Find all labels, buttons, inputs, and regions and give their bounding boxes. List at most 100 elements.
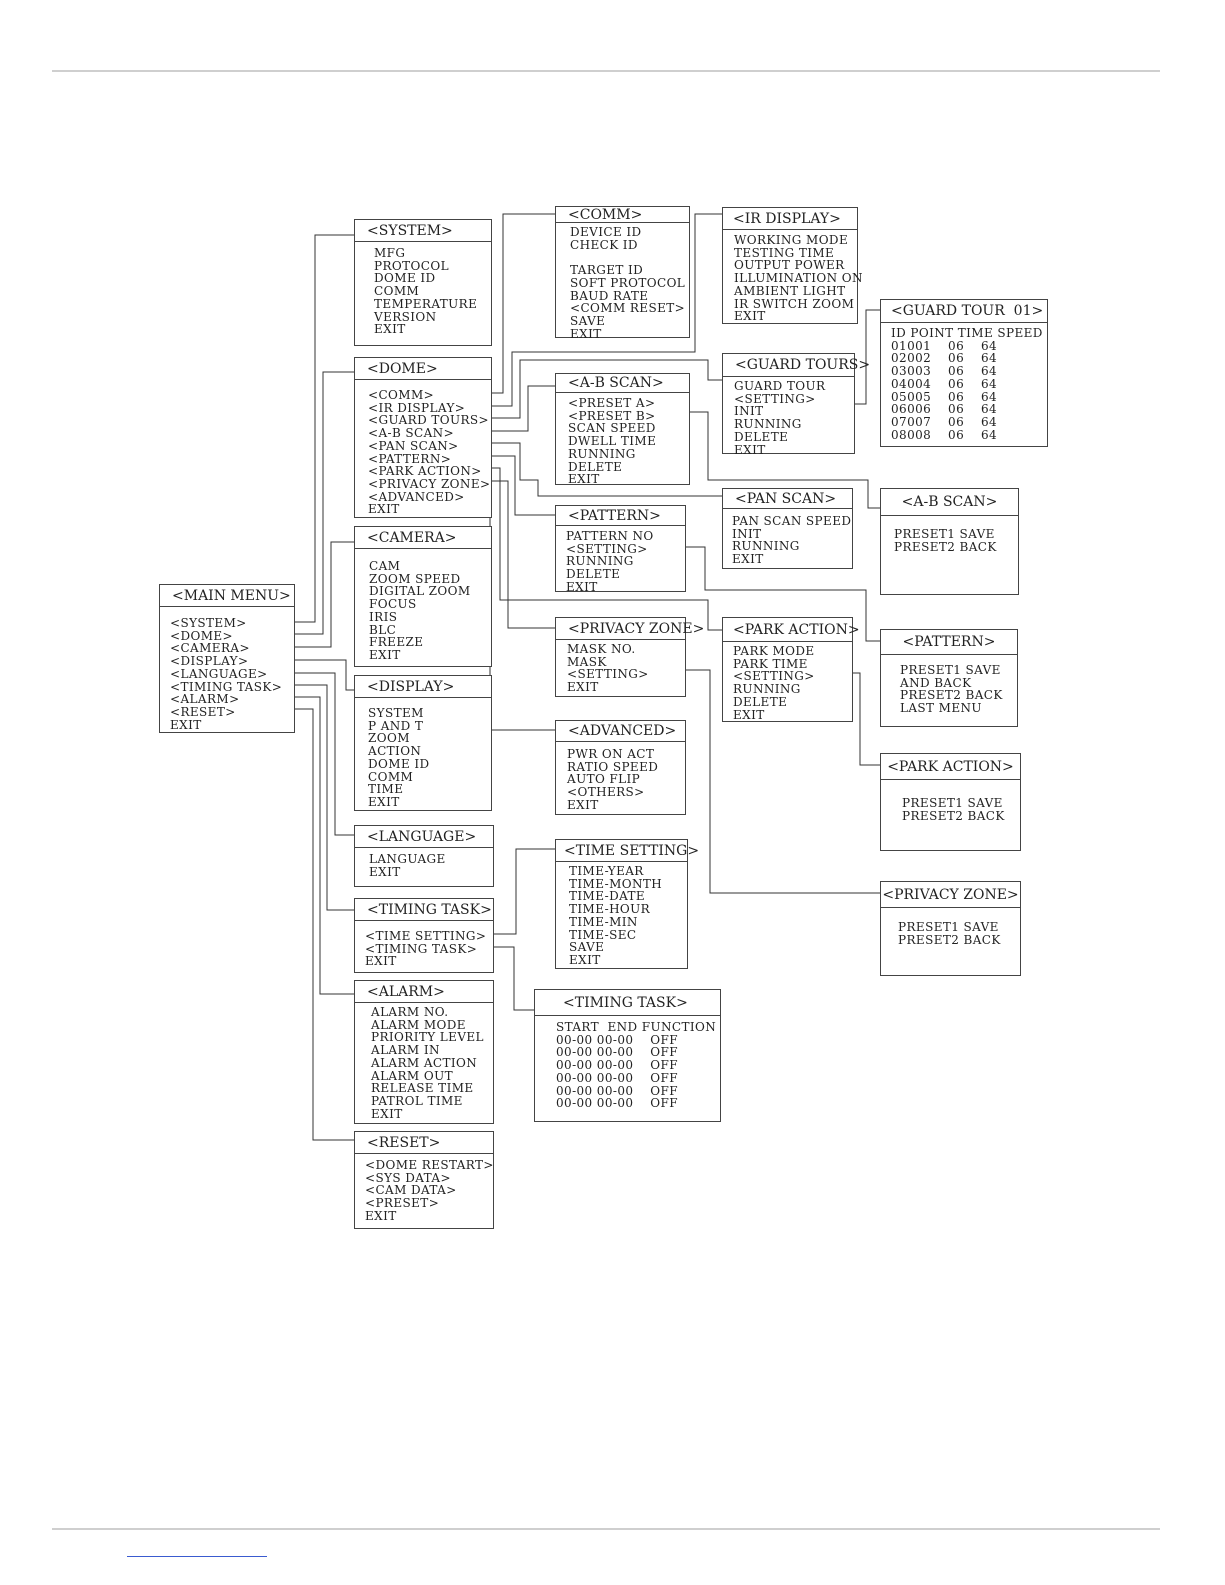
alarm-item-exit[interactable]: EXIT	[371, 1106, 403, 1121]
display-item-exit[interactable]: EXIT	[368, 794, 400, 809]
time-setting-item-exit[interactable]: EXIT	[569, 952, 601, 967]
reset-item-cam-data[interactable]: <CAM DATA>	[365, 1183, 457, 1198]
timing-task-table-row[interactable]: 00-00 00-00 OFF	[556, 1096, 678, 1111]
advanced-item-exit[interactable]: EXIT	[567, 797, 599, 812]
guard-tours-item-delete[interactable]: DELETE	[734, 429, 789, 444]
time-setting-item-sec[interactable]: TIME-SEC	[569, 927, 637, 942]
privacy-zone-setting-preset1-save[interactable]: PRESET1 SAVE	[898, 920, 999, 934]
privacy-zone-setting-preset2-back[interactable]: PRESET2 BACK	[898, 932, 1001, 947]
pattern-setting-last-menu[interactable]: LAST MENU	[900, 701, 982, 716]
ir-display-item-working-mode[interactable]: WORKING MODE	[734, 233, 849, 247]
privacy-zone-item-mask[interactable]: MASK	[567, 654, 607, 669]
camera-item-cam[interactable]: CAM	[369, 559, 401, 573]
ir-display-item-testing-time[interactable]: TESTING TIME	[734, 245, 835, 260]
comm-item-check-id[interactable]: CHECK ID	[570, 237, 638, 252]
main-menu-item-display[interactable]: <DISPLAY>	[170, 654, 249, 669]
guard-tour-table-row[interactable]: 04004 06 64	[891, 376, 998, 391]
park-action-item-setting[interactable]: <SETTING>	[733, 669, 815, 684]
camera-item-exit[interactable]: EXIT	[369, 647, 401, 662]
alarm-item-alarm-mode[interactable]: ALARM MODE	[371, 1017, 466, 1032]
guard-tour-table-row[interactable]: 06006 06 64	[891, 402, 998, 417]
guard-tour-table-row[interactable]: 02002 06 64	[891, 351, 998, 366]
reset-item-dome-restart[interactable]: <DOME RESTART>	[365, 1158, 494, 1172]
advanced-item-pwr-on-act[interactable]: PWR ON ACT	[567, 747, 655, 761]
time-setting-item-save[interactable]: SAVE	[569, 940, 605, 955]
system-item-temperature[interactable]: TEMPERATURE	[374, 296, 478, 311]
advanced-item-others[interactable]: <OTHERS>	[567, 785, 645, 800]
alarm-item-priority-level[interactable]: PRIORITY LEVEL	[371, 1030, 484, 1045]
main-menu-item-camera[interactable]: <CAMERA>	[170, 641, 250, 656]
guard-tours-item-init[interactable]: INIT	[734, 404, 764, 419]
ab-scan-setting-preset1-save[interactable]: PRESET1 SAVE	[894, 527, 995, 541]
park-action-item-delete[interactable]: DELETE	[733, 694, 788, 709]
pan-scan-item-speed[interactable]: PAN SCAN SPEED	[732, 514, 852, 528]
dome-item-pattern[interactable]: <PATTERN>	[368, 451, 452, 466]
timing-task-item-timing-task[interactable]: <TIMING TASK>	[365, 941, 478, 956]
pattern-item-delete[interactable]: DELETE	[566, 567, 621, 582]
ir-display-item-output-power[interactable]: OUTPUT POWER	[734, 258, 845, 273]
time-setting-item-month[interactable]: TIME-MONTH	[569, 876, 663, 891]
alarm-item-release-time[interactable]: RELEASE TIME	[371, 1081, 474, 1096]
dome-item-privacy-zone[interactable]: <PRIVACY ZONE>	[368, 476, 491, 491]
pattern-item-setting[interactable]: <SETTING>	[566, 541, 648, 556]
guard-tour-table-row[interactable]: 07007 06 64	[891, 414, 998, 429]
time-setting-item-date[interactable]: TIME-DATE	[569, 889, 646, 904]
comm-item-save[interactable]: SAVE	[570, 313, 606, 328]
timing-task-item-exit[interactable]: EXIT	[365, 954, 397, 969]
ab-scan-item-exit[interactable]: EXIT	[568, 472, 600, 487]
comm-item-device-id[interactable]: DEVICE ID	[570, 225, 642, 239]
advanced-item-auto-flip[interactable]: AUTO FLIP	[567, 772, 641, 787]
ir-display-item-ambient-light[interactable]: AMBIENT LIGHT	[734, 283, 846, 298]
camera-item-digital-zoom[interactable]: DIGITAL ZOOM	[369, 584, 471, 599]
time-setting-item-hour[interactable]: TIME-HOUR	[569, 902, 651, 917]
main-menu-item-language[interactable]: <LANGUAGE>	[170, 666, 268, 681]
comm-item-baud-rate[interactable]: BAUD RATE	[570, 288, 649, 303]
main-menu-item-exit[interactable]: EXIT	[170, 717, 202, 732]
comm-item-soft-protocol[interactable]: SOFT PROTOCOL	[570, 275, 686, 290]
main-menu-item-alarm[interactable]: <ALARM>	[170, 692, 240, 707]
main-menu-item-reset[interactable]: <RESET>	[170, 704, 236, 719]
camera-item-zoom-speed[interactable]: ZOOM SPEED	[369, 571, 461, 586]
ab-scan-setting-preset2-back[interactable]: PRESET2 BACK	[894, 539, 997, 554]
park-action-setting-preset2-back[interactable]: PRESET2 BACK	[902, 808, 1005, 823]
ab-scan-item-scan-speed[interactable]: SCAN SPEED	[568, 421, 656, 436]
guard-tours-item-setting[interactable]: <SETTING>	[734, 391, 816, 406]
language-item-language[interactable]: LANGUAGE	[369, 852, 446, 866]
time-setting-item-min[interactable]: TIME-MIN	[569, 914, 638, 929]
dome-item-advanced[interactable]: <ADVANCED>	[368, 489, 465, 504]
guard-tours-item-exit[interactable]: EXIT	[734, 442, 766, 457]
park-action-item-park-time[interactable]: PARK TIME	[733, 656, 808, 671]
dome-item-comm[interactable]: <COMM>	[368, 388, 435, 402]
guard-tour-table-row[interactable]: 08008 06 64	[891, 427, 998, 442]
guard-tours-item-running[interactable]: RUNNING	[734, 417, 802, 432]
alarm-item-alarm-in[interactable]: ALARM IN	[371, 1043, 440, 1058]
guard-tour-table-row[interactable]: 05005 06 64	[891, 389, 998, 404]
dome-item-ab-scan[interactable]: <A-B SCAN>	[368, 426, 455, 441]
display-item-time[interactable]: TIME	[368, 782, 404, 797]
privacy-zone-item-mask-no[interactable]: MASK NO.	[567, 642, 636, 656]
main-menu-item-dome[interactable]: <DOME>	[170, 628, 234, 643]
timing-task-table-row[interactable]: 00-00 00-00 OFF	[556, 1083, 678, 1098]
ab-scan-item-preset-a[interactable]: <PRESET A>	[568, 396, 656, 410]
pattern-setting-preset1-save[interactable]: PRESET1 SAVE	[900, 663, 1001, 677]
display-item-comm[interactable]: COMM	[368, 769, 414, 784]
ir-display-item-ir-switch-zoom[interactable]: IR SWITCH ZOOM	[734, 296, 855, 311]
display-item-action[interactable]: ACTION	[368, 744, 422, 759]
guard-tours-item-guard-tour[interactable]: GUARD TOUR	[734, 379, 826, 393]
advanced-item-ratio-speed[interactable]: RATIO SPEED	[567, 759, 659, 774]
camera-item-focus[interactable]: FOCUS	[369, 597, 417, 612]
dome-item-exit[interactable]: EXIT	[368, 502, 400, 517]
ir-display-item-illumination-on[interactable]: ILLUMINATION ON	[734, 271, 863, 286]
camera-item-iris[interactable]: IRIS	[369, 609, 398, 624]
guard-tour-table-row[interactable]: 03003 06 64	[891, 364, 998, 379]
alarm-item-alarm-no[interactable]: ALARM NO.	[371, 1005, 449, 1019]
timing-task-item-time-setting[interactable]: <TIME SETTING>	[365, 929, 487, 943]
display-item-p-and-t[interactable]: P AND T	[368, 718, 424, 733]
pan-scan-item-init[interactable]: INIT	[732, 526, 762, 541]
display-item-zoom[interactable]: ZOOM	[368, 731, 410, 746]
system-item-exit[interactable]: EXIT	[374, 322, 406, 337]
reset-item-preset[interactable]: <PRESET>	[365, 1196, 440, 1211]
park-action-item-park-mode[interactable]: PARK MODE	[733, 644, 815, 658]
timing-task-table-row[interactable]: 00-00 00-00 OFF	[556, 1032, 678, 1047]
system-item-protocol[interactable]: PROTOCOL	[374, 258, 449, 273]
